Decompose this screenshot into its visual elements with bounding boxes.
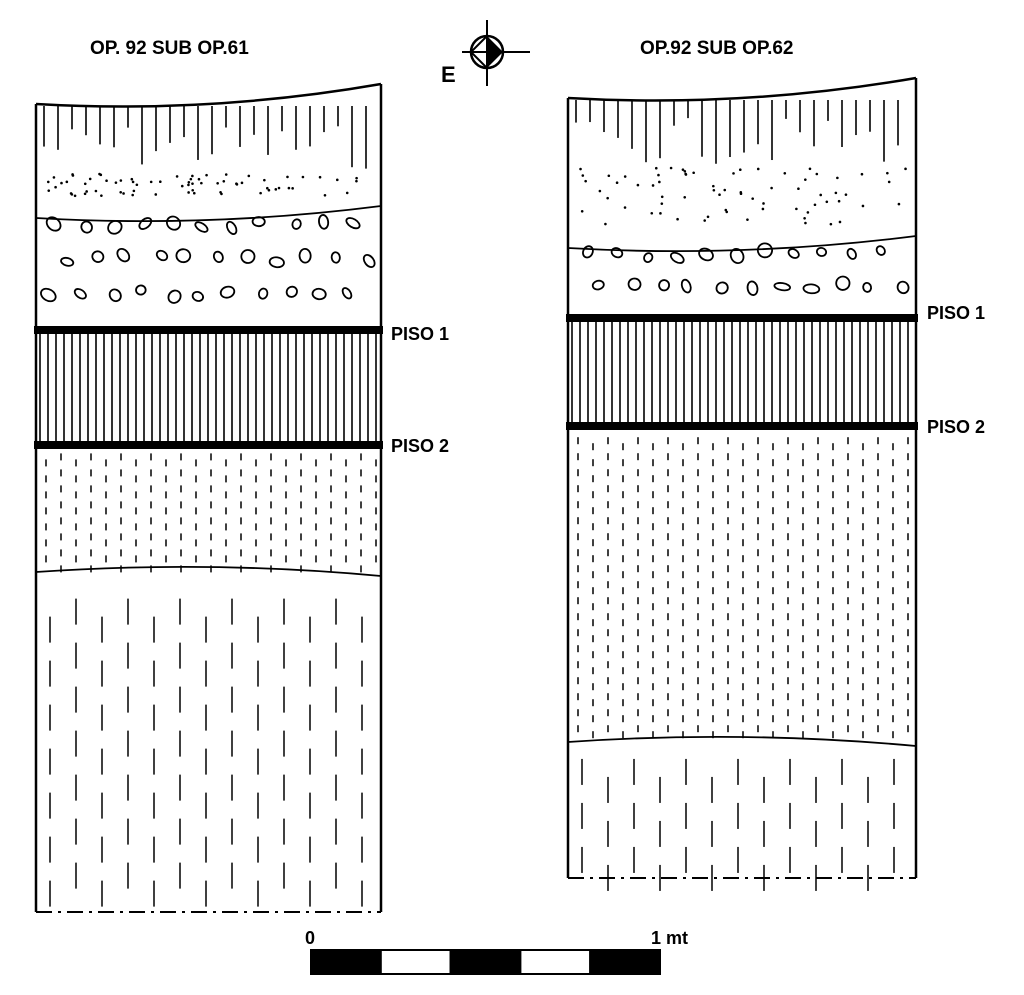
profile-1-floor-2-label: PISO 2 bbox=[391, 436, 449, 456]
profile-1-floor-1-label: PISO 1 bbox=[391, 324, 449, 344]
scale-end-label: 1 mt bbox=[651, 928, 688, 948]
profile-2-floor-2-label: PISO 2 bbox=[927, 417, 985, 437]
compass-east-label: E bbox=[441, 62, 456, 87]
profile-2-title: OP.92 SUB OP.62 bbox=[640, 38, 794, 59]
profile-1-title: OP. 92 SUB OP.61 bbox=[90, 38, 249, 59]
compass-north-arrow-icon bbox=[462, 20, 530, 86]
profile-2-floor-1-label: PISO 1 bbox=[927, 303, 985, 323]
profile-2-column bbox=[566, 76, 918, 891]
scale-bar bbox=[310, 949, 662, 975]
scale-start-label: 0 bbox=[305, 928, 315, 948]
profile-1-column bbox=[34, 82, 383, 913]
